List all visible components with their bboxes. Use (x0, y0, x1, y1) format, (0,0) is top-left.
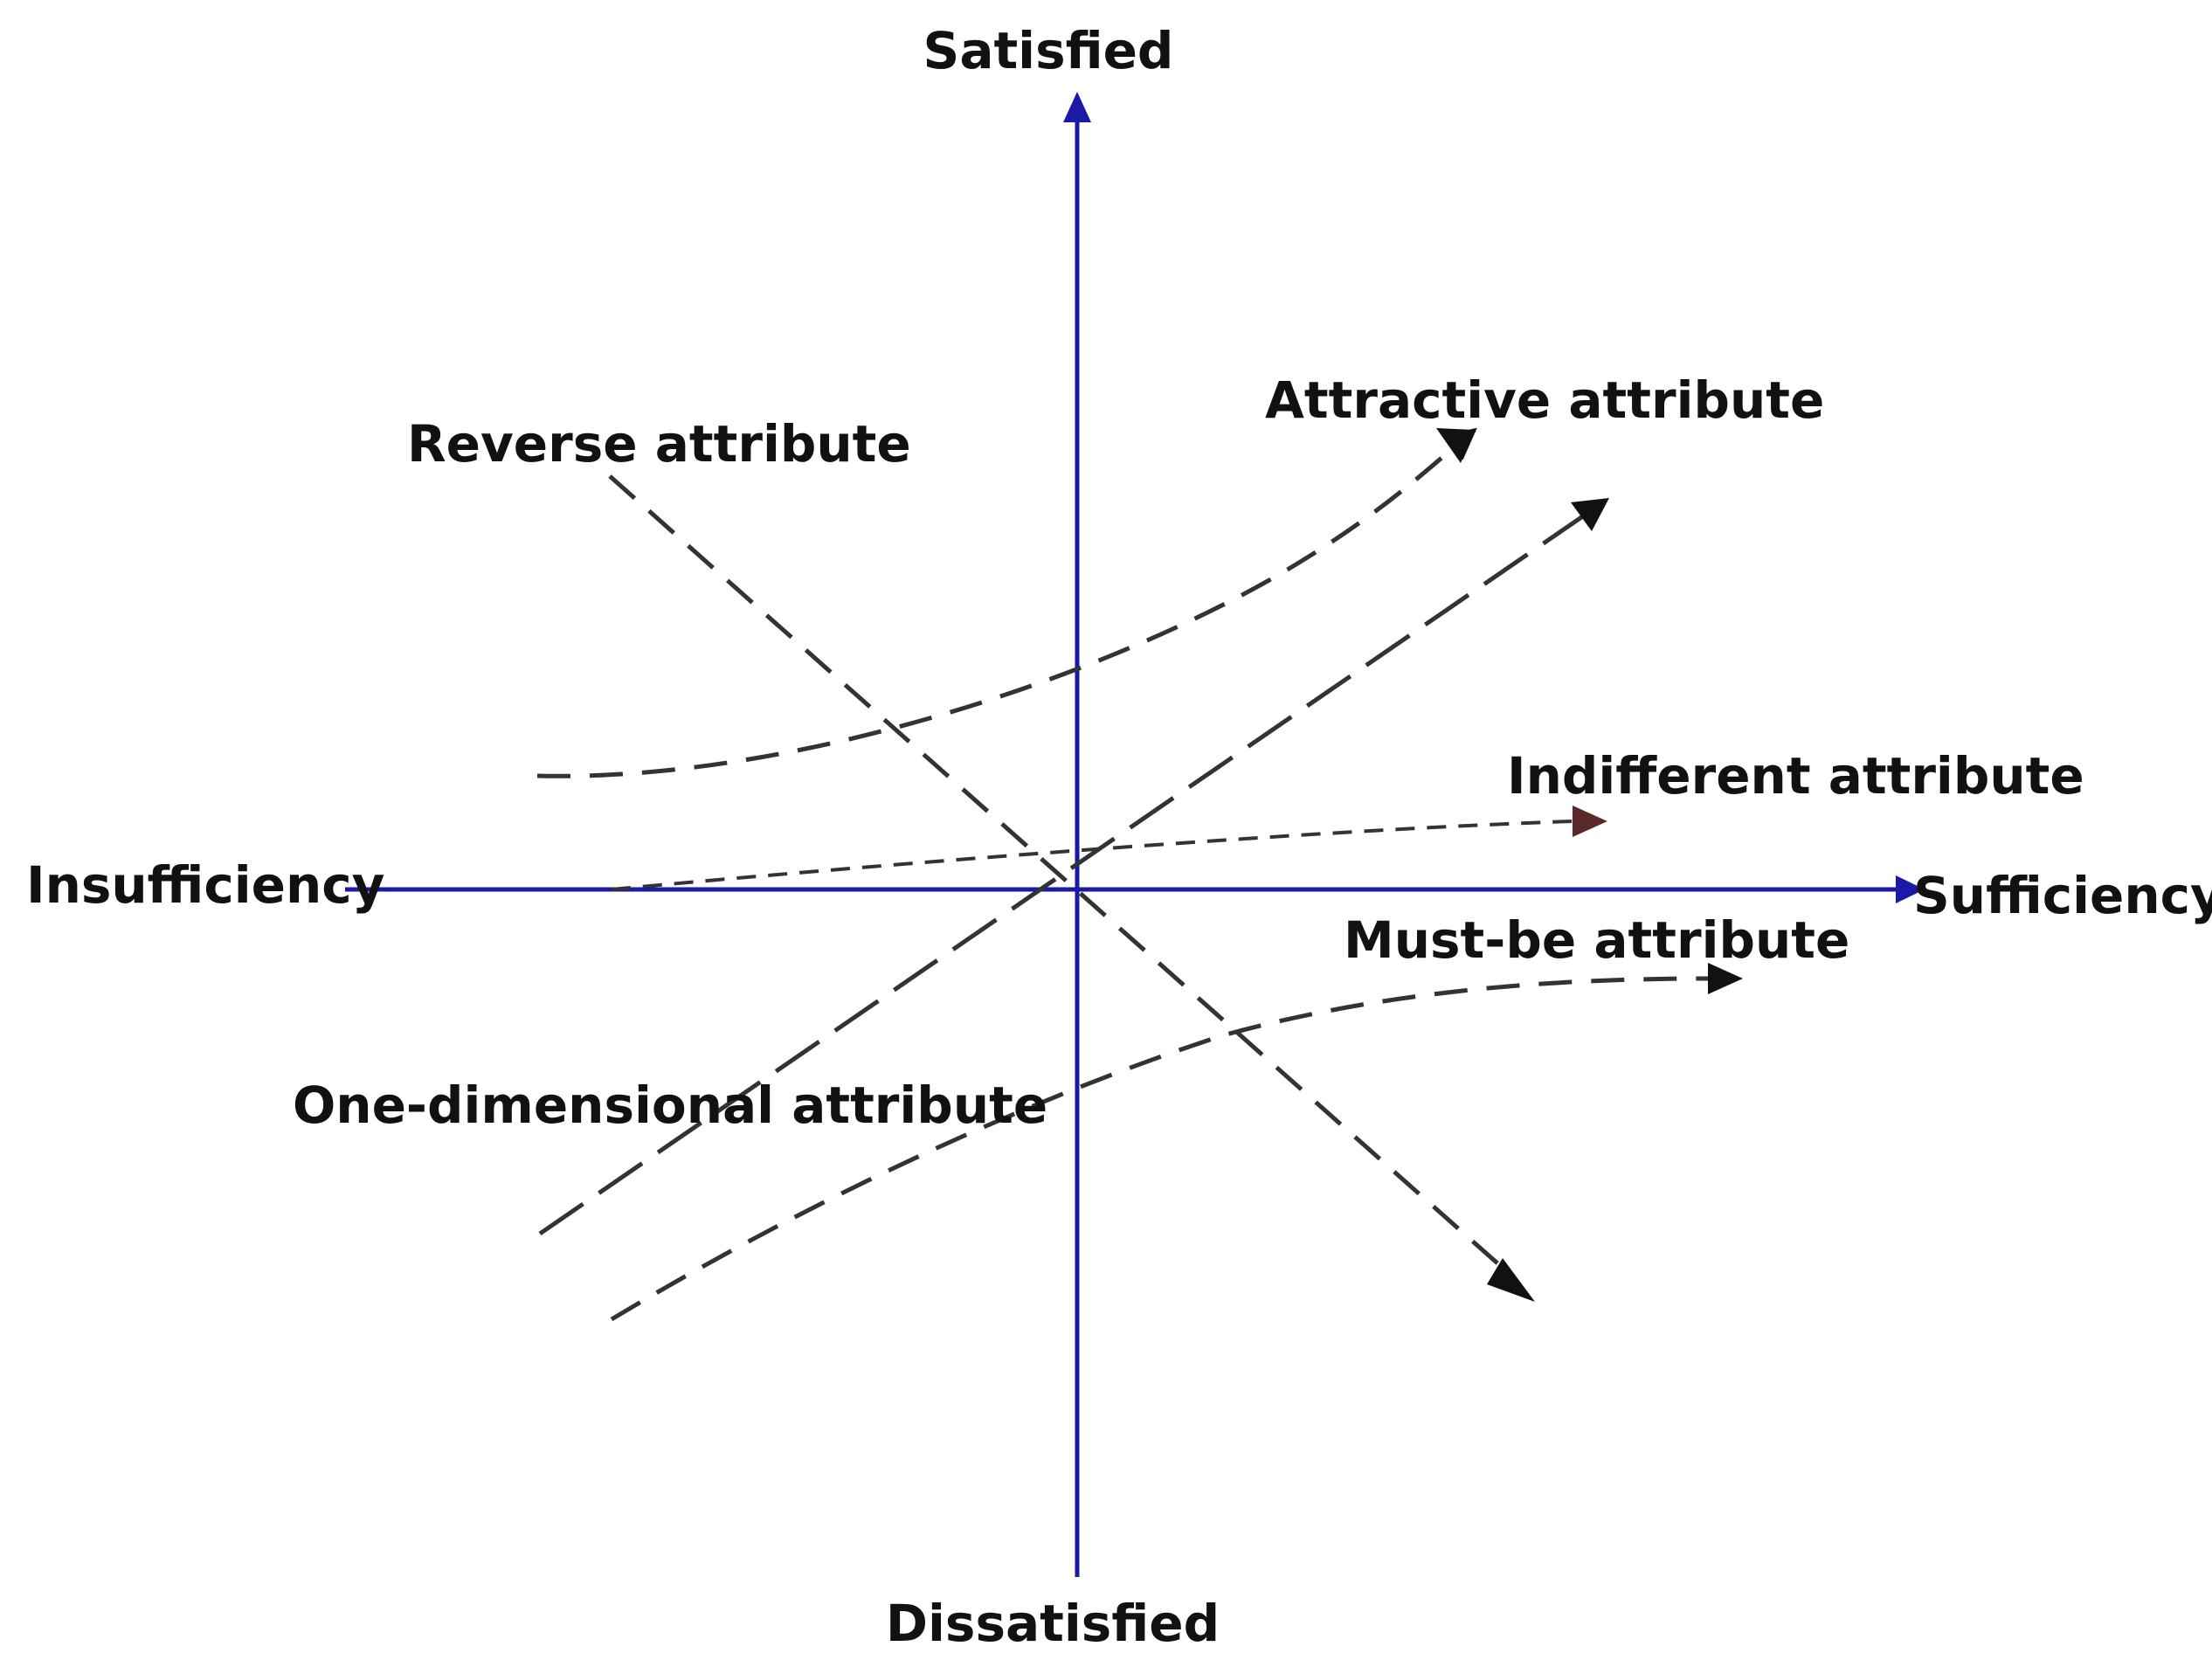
indifferent-attribute-arrowhead (1573, 806, 1607, 837)
axis-label-right: Sufficiency (1913, 866, 2212, 925)
must-be-attribute-arrowhead (1708, 963, 1743, 994)
one-dimensional-attribute-arrowhead (1571, 498, 1609, 531)
attractive-attribute-curve (536, 427, 1477, 778)
must-be-attribute-label: Must-be attribute (1344, 910, 1849, 970)
reverse-attribute-line (608, 474, 1513, 1277)
indifferent-attribute-line (611, 820, 1573, 891)
attractive-attribute-arrowhead (1436, 428, 1475, 463)
must-be-attribute-curve (610, 976, 1709, 1322)
reverse-attribute-arrowhead (1487, 1258, 1535, 1302)
axis-label-left: Insufficiency (26, 855, 384, 915)
attribute-curves (536, 427, 1743, 1322)
reverse-attribute-label: Reverse attribute (407, 414, 911, 474)
vertical-axis-arrowhead (1063, 92, 1091, 122)
axis-label-bottom: Dissatisfied (886, 1594, 1220, 1653)
attractive-attribute-label: Attractive attribute (1265, 370, 1824, 430)
horizontal-axis-arrowhead (1896, 875, 1925, 903)
axes (345, 92, 1925, 1577)
indifferent-attribute-label: Indifferent attribute (1507, 746, 2084, 806)
axis-label-top: Satisfied (923, 21, 1174, 80)
one-dimensional-attribute-line (538, 500, 1605, 1236)
one-dimensional-attribute-label: One-dimensional attribute (293, 1076, 1047, 1135)
